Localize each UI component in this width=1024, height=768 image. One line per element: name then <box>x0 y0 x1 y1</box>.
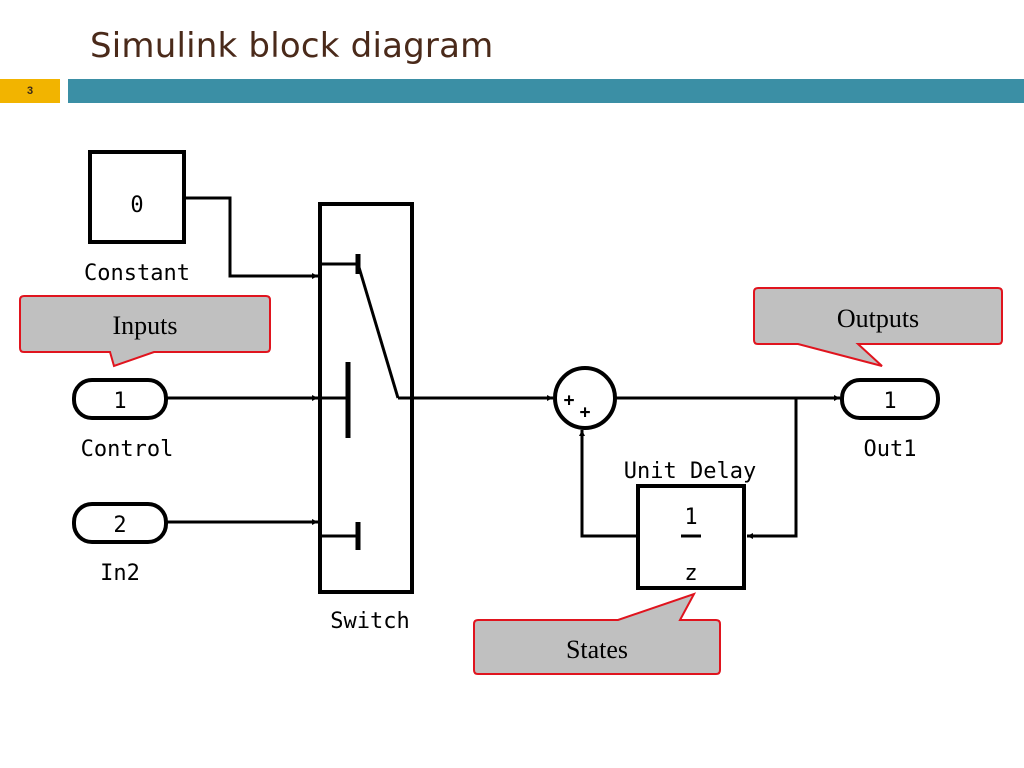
callout-inputs-text: Inputs <box>113 311 178 340</box>
unit-delay-block[interactable]: 1 z <box>636 484 746 590</box>
page-number: 3 <box>0 79 60 103</box>
unit-delay-denominator: z <box>684 561 697 586</box>
constant-block[interactable]: 0 <box>88 150 186 244</box>
line-delay-to-sum <box>579 430 638 538</box>
switch-block[interactable] <box>318 202 414 594</box>
unit-delay-numerator: 1 <box>684 505 697 530</box>
constant-value: 0 <box>130 193 143 218</box>
slide-title: Simulink block diagram <box>90 26 494 66</box>
callout-states: States <box>473 592 721 675</box>
line-feedback-to-delay <box>747 398 798 539</box>
out1-label: Out1 <box>864 437 917 462</box>
control-inport[interactable]: 1 <box>72 378 168 420</box>
line-constant-to-switch <box>184 196 318 279</box>
callout-states-text: States <box>566 635 628 664</box>
in2-inport[interactable]: 2 <box>72 502 168 544</box>
in2-label: In2 <box>100 561 140 586</box>
callout-inputs: Inputs <box>19 295 271 368</box>
sum-sign-top: + <box>564 390 575 411</box>
title-bar <box>68 79 1024 103</box>
control-port-number: 1 <box>113 389 126 414</box>
out1-port-number: 1 <box>883 389 896 414</box>
in2-port-number: 2 <box>113 513 126 538</box>
sum-sign-bottom: + <box>580 402 591 423</box>
out1-outport[interactable]: 1 <box>840 378 940 420</box>
unit-delay-label: Unit Delay <box>624 459 756 484</box>
control-label: Control <box>81 437 174 462</box>
callout-outputs: Outputs <box>753 287 1003 367</box>
sum-block[interactable]: + + <box>553 366 617 430</box>
signal-lines <box>166 196 840 539</box>
constant-label: Constant <box>84 261 190 286</box>
switch-label: Switch <box>330 609 409 634</box>
callout-outputs-text: Outputs <box>837 304 919 333</box>
